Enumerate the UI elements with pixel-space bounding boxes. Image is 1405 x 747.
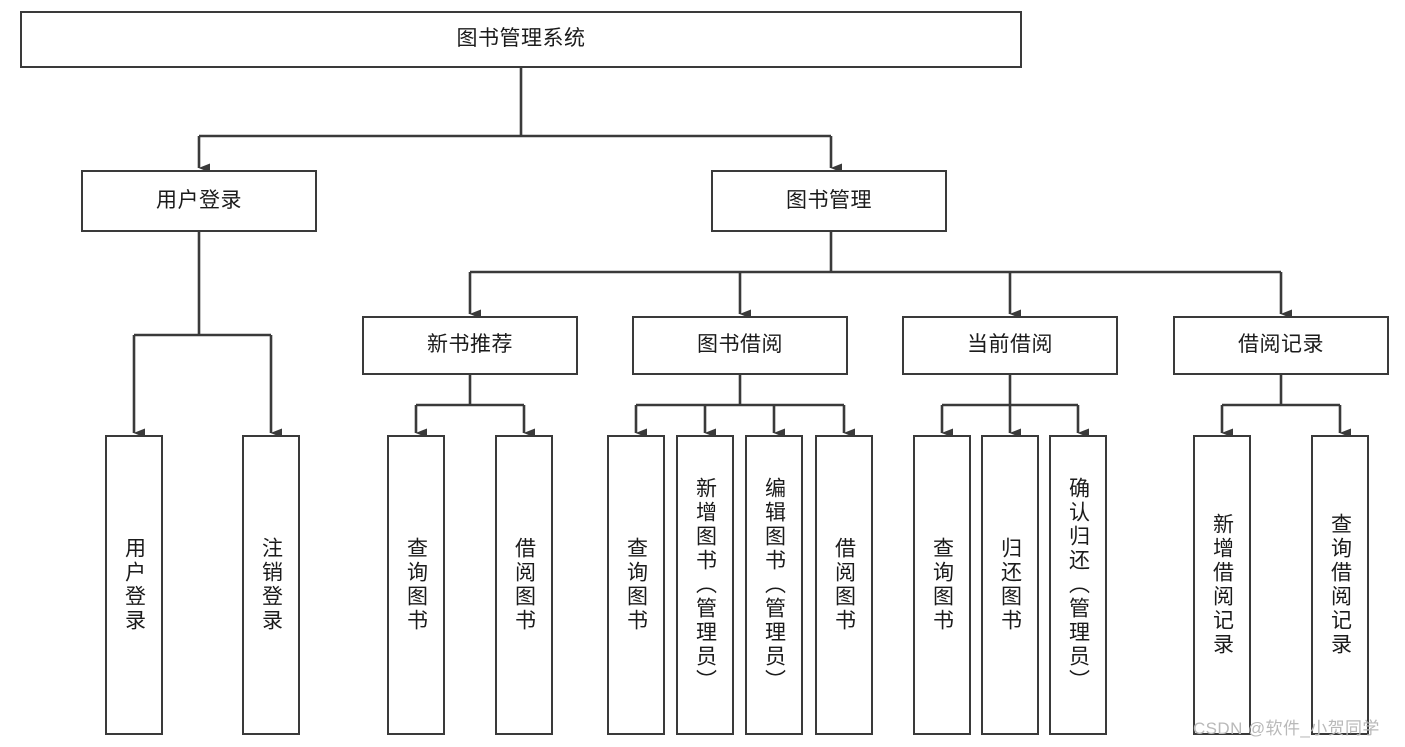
leaf-record-add-record[interactable]: 新增借阅记录	[1193, 435, 1251, 735]
node-user-login[interactable]: 用户登录	[81, 170, 317, 232]
leaf-record-query-record[interactable]: 查询借阅记录	[1311, 435, 1369, 735]
leaf-borrow-edit-book-admin[interactable]: 编辑图书（管理员）	[745, 435, 803, 735]
leaf-user-login-signout[interactable]: 注销登录	[242, 435, 300, 735]
node-label: 查询借阅记录	[1328, 513, 1352, 657]
node-new-book-recommend[interactable]: 新书推荐	[362, 316, 578, 375]
csdn-watermark: CSDN @软件_小贺同学	[1193, 719, 1380, 738]
node-root-system[interactable]: 图书管理系统	[20, 11, 1022, 68]
node-label: 图书管理	[786, 188, 872, 212]
leaf-borrow-borrow-book[interactable]: 借阅图书	[815, 435, 873, 735]
node-label: 确认归还（管理员）	[1066, 477, 1090, 693]
leaf-current-confirm-return-admin[interactable]: 确认归还（管理员）	[1049, 435, 1107, 735]
node-label: 新增图书（管理员）	[693, 477, 717, 693]
node-book-borrow[interactable]: 图书借阅	[632, 316, 848, 375]
node-label: 查询图书	[404, 537, 428, 633]
leaf-current-return-book[interactable]: 归还图书	[981, 435, 1039, 735]
node-current-borrow[interactable]: 当前借阅	[902, 316, 1118, 375]
leaf-current-query-book[interactable]: 查询图书	[913, 435, 971, 735]
node-label: 查询图书	[624, 537, 648, 633]
node-label: 归还图书	[998, 537, 1022, 633]
node-label: 新增借阅记录	[1210, 513, 1234, 657]
node-label: 借阅记录	[1238, 333, 1324, 357]
node-label: 图书管理系统	[456, 27, 586, 51]
node-label: 借阅图书	[512, 537, 536, 633]
node-label: 用户登录	[156, 188, 242, 212]
node-label: 用户登录	[122, 537, 146, 633]
node-label: 当前借阅	[967, 333, 1053, 357]
node-label: 图书借阅	[697, 333, 783, 357]
node-label: 注销登录	[259, 537, 283, 633]
node-label: 借阅图书	[832, 537, 856, 633]
node-label: 新书推荐	[427, 333, 513, 357]
node-label: 查询图书	[930, 537, 954, 633]
leaf-user-login-signin[interactable]: 用户登录	[105, 435, 163, 735]
node-label: 编辑图书（管理员）	[762, 477, 786, 693]
leaf-recommend-query-book[interactable]: 查询图书	[387, 435, 445, 735]
node-borrow-record[interactable]: 借阅记录	[1173, 316, 1389, 375]
leaf-borrow-query-book[interactable]: 查询图书	[607, 435, 665, 735]
leaf-recommend-borrow-book[interactable]: 借阅图书	[495, 435, 553, 735]
leaf-borrow-add-book-admin[interactable]: 新增图书（管理员）	[676, 435, 734, 735]
node-book-management[interactable]: 图书管理	[711, 170, 947, 232]
